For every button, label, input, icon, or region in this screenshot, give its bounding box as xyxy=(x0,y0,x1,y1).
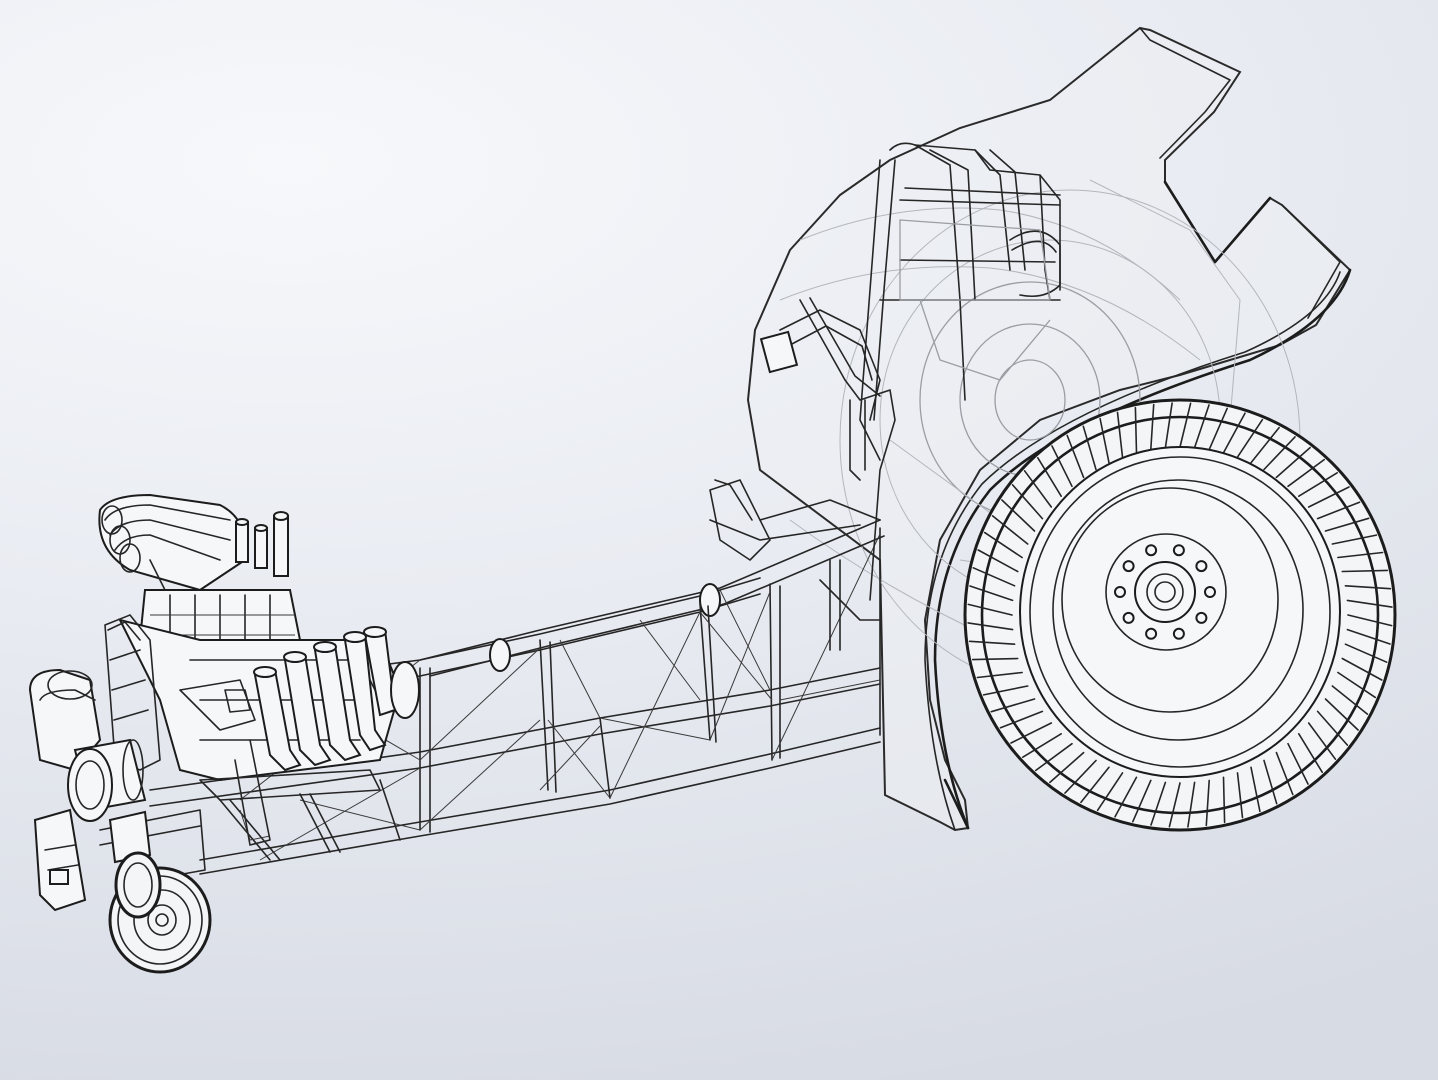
tread-block xyxy=(1099,417,1110,464)
tread-block xyxy=(1066,434,1085,479)
tread-block xyxy=(982,685,1029,696)
rear-wheel[interactable] xyxy=(963,398,1397,832)
tread-block xyxy=(1208,407,1228,451)
tread-block xyxy=(1298,471,1338,498)
tread-block xyxy=(1324,517,1370,532)
tread-block xyxy=(1193,404,1210,449)
tread-block xyxy=(1346,599,1393,608)
fender-lip xyxy=(943,778,970,830)
lug-nut xyxy=(1145,627,1158,640)
tread-block xyxy=(1150,403,1155,451)
tread-block xyxy=(1346,628,1391,645)
engine[interactable] xyxy=(98,493,420,846)
tread-block xyxy=(1179,402,1192,448)
tread-block xyxy=(1344,584,1392,590)
tread-block xyxy=(1331,534,1378,545)
tread-block xyxy=(1275,751,1294,796)
tread-block xyxy=(1222,412,1246,454)
tread-block xyxy=(969,585,1014,602)
lug-nut xyxy=(1172,544,1185,557)
tread-block xyxy=(976,671,1023,679)
lug-nut xyxy=(1114,586,1126,598)
tread-block xyxy=(1116,411,1124,458)
lug-nut xyxy=(1195,560,1208,573)
tread-block xyxy=(1150,781,1167,826)
tread-block xyxy=(1164,402,1173,449)
tread-block xyxy=(1037,456,1062,498)
seat-mount xyxy=(709,479,881,651)
tread-block xyxy=(1337,551,1384,559)
tread-block xyxy=(1307,486,1350,508)
tread-block xyxy=(1250,766,1261,813)
tread-block xyxy=(1134,406,1138,454)
lug-nut xyxy=(1172,627,1185,640)
tread-block xyxy=(1010,722,1053,744)
tread-block xyxy=(991,515,1029,545)
tread-block xyxy=(968,640,1016,646)
tread-block xyxy=(1316,710,1349,746)
tread-block xyxy=(1168,782,1181,828)
tread-block xyxy=(977,549,1019,573)
tread-block xyxy=(1341,569,1389,573)
tread-block xyxy=(983,531,1023,559)
lug-nut xyxy=(1204,586,1216,598)
tread-block xyxy=(1275,446,1311,479)
lug-nut xyxy=(1122,611,1135,624)
tread-block xyxy=(999,710,1044,729)
lug-nut xyxy=(1145,544,1158,557)
truss-frame[interactable] xyxy=(149,519,885,875)
tread-block xyxy=(1096,772,1124,812)
tread-block xyxy=(1187,781,1196,828)
tread-block xyxy=(972,566,1016,587)
lug-nut xyxy=(1122,560,1135,573)
tread-block xyxy=(1114,776,1138,818)
tread-block xyxy=(1341,657,1383,681)
tread-block xyxy=(1205,779,1210,827)
tread-block xyxy=(1324,698,1359,731)
tread-block xyxy=(967,603,1013,616)
tread-block xyxy=(1250,426,1280,464)
tread-block xyxy=(971,657,1019,661)
tread-block xyxy=(967,622,1014,631)
tread-block xyxy=(1236,418,1264,458)
tread-block xyxy=(1331,685,1369,715)
front-end[interactable] xyxy=(28,668,212,974)
tread-block xyxy=(1035,742,1073,772)
tread-block xyxy=(1049,751,1085,784)
lug-nut xyxy=(1195,611,1208,624)
tire-tread xyxy=(967,402,1393,828)
tread-block xyxy=(1263,436,1296,471)
tread-block xyxy=(990,698,1036,713)
tread-block xyxy=(1021,732,1062,759)
tread-block xyxy=(1051,445,1073,488)
tread-block xyxy=(1132,779,1152,823)
wheel-lug-nuts xyxy=(1114,544,1216,640)
tread-block xyxy=(1298,732,1323,774)
tread-block xyxy=(1080,766,1110,804)
tread-block xyxy=(1344,643,1388,664)
tread-block xyxy=(1011,484,1044,520)
tread-block xyxy=(1064,759,1097,794)
tread-block xyxy=(1347,614,1393,627)
tread-block xyxy=(1287,742,1309,785)
roll-cage[interactable] xyxy=(759,142,1061,601)
tread-block xyxy=(1263,759,1278,805)
tread-block xyxy=(1236,772,1244,819)
tread-block xyxy=(1337,671,1377,699)
tread-block xyxy=(1001,499,1036,532)
tread-block xyxy=(1287,458,1325,488)
tread-block xyxy=(1307,722,1337,761)
tread-block xyxy=(1082,425,1097,471)
tread-block xyxy=(1316,501,1361,520)
tread-block xyxy=(1023,469,1053,508)
tread-block xyxy=(1222,776,1226,824)
